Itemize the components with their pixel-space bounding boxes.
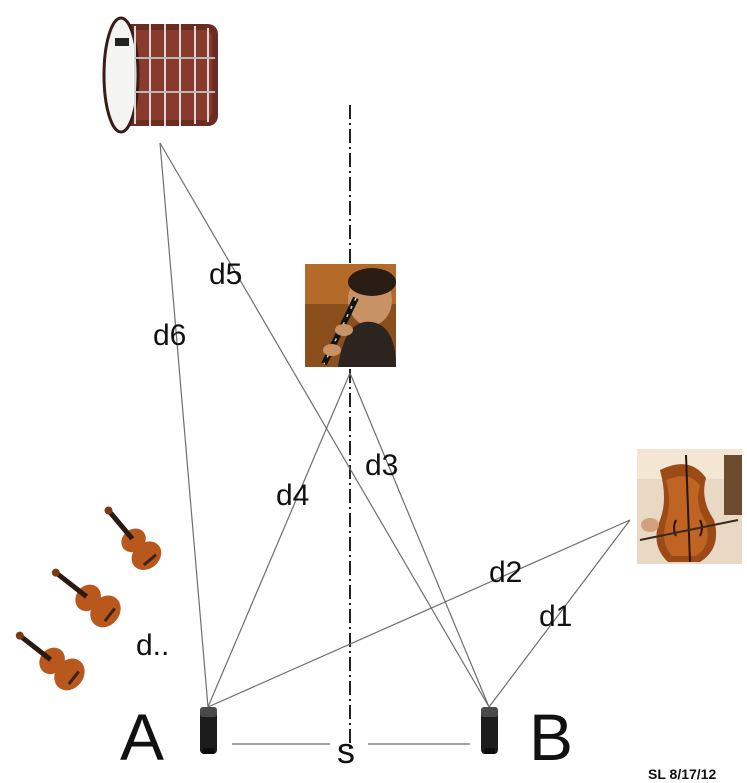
line-d3 (349, 372, 490, 708)
distance-label-violins: d.. (136, 629, 169, 662)
line-d2 (207, 519, 631, 708)
mic-a-label: A (120, 700, 164, 774)
distance-label-d2: d2 (489, 556, 522, 589)
line-d4 (207, 372, 351, 708)
line-d1 (488, 519, 631, 708)
distance-label-d1: d1 (539, 600, 572, 633)
distance-label-d5: d5 (209, 258, 242, 291)
clarinetist-image (305, 264, 396, 367)
violin-image (51, 568, 121, 628)
distance-label-d6: d6 (153, 319, 186, 352)
microphone-b-icon (481, 707, 498, 754)
spacing-label: s (337, 730, 355, 771)
mic-b-label: B (529, 700, 573, 774)
bass-drum-image (102, 16, 218, 134)
line-d5 (159, 142, 490, 708)
violin-image (104, 506, 162, 570)
distance-label-d3: d3 (365, 449, 398, 482)
line-d6 (159, 142, 209, 708)
distance-lines (159, 142, 631, 745)
signature: SL 8/17/12 (648, 766, 716, 782)
violin-image (15, 631, 85, 691)
distance-label-d4: d4 (276, 479, 309, 512)
microphone-a-icon (200, 707, 217, 754)
cellist-image (637, 449, 742, 564)
